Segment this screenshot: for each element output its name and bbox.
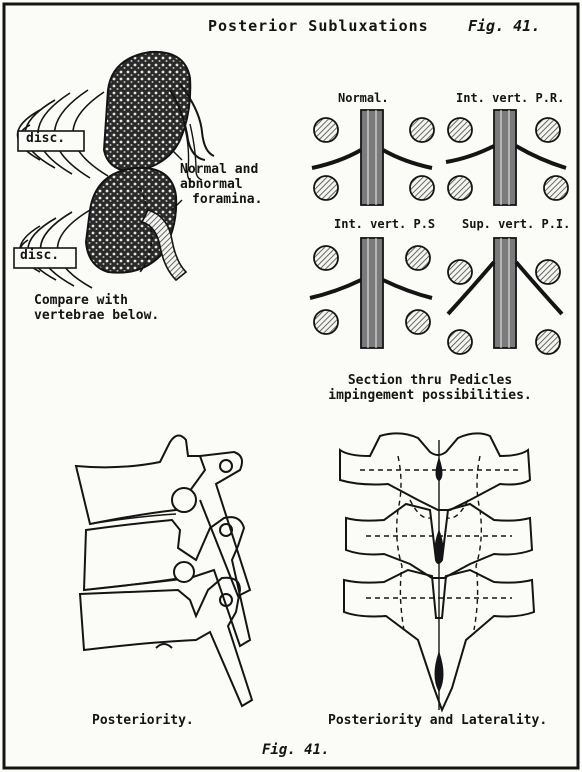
disc-label-1: disc. <box>26 132 65 147</box>
disc-label-2: disc. <box>20 249 59 264</box>
panel-label-sup-vert-pi: Sup. vert. P.I. <box>462 218 570 232</box>
fig-number-bottom: Fig. 41. <box>262 742 329 758</box>
compare-label-line-1: Compare with <box>34 294 159 309</box>
panel-sup-vert-pi <box>448 238 562 354</box>
posterior-vertebrae-drawing <box>340 433 534 710</box>
lateral-vertebrae-drawing <box>76 435 252 706</box>
foramina-label: Normal and abnormal foramina. <box>180 163 262 208</box>
leader-line-1 <box>172 150 182 160</box>
plate-title: Posterior Subluxations <box>208 18 429 35</box>
fig-number-top: Fig. 41. <box>468 18 540 35</box>
section-caption-line-2: impingement possibilities. <box>300 389 560 404</box>
pedicle-section-panels <box>310 110 568 354</box>
foramina-label-line-1: Normal and <box>180 163 262 178</box>
panel-label-int-vert-pr: Int. vert. P.R. <box>456 92 564 106</box>
foramina-sketch-abnormal <box>20 168 186 288</box>
panel-label-normal: Normal. <box>338 92 389 106</box>
caption-posteriority: Posteriority. <box>92 714 194 729</box>
section-caption-line-1: Section thru Pedicles <box>300 374 560 389</box>
panel-label-int-vert-ps: Int. vert. P.S <box>334 218 435 232</box>
panel-int-vert-ps <box>310 238 432 348</box>
foramina-label-line-3: foramina. <box>180 193 262 208</box>
foramina-label-line-2: abnormal <box>180 178 262 193</box>
section-caption: Section thru Pedicles impingement possib… <box>300 374 560 404</box>
compare-label: Compare with vertebrae below. <box>34 294 159 324</box>
panel-normal <box>312 110 434 205</box>
panel-int-vert-pr <box>446 110 568 205</box>
compare-label-line-2: vertebrae below. <box>34 309 159 324</box>
caption-posteriority-laterality: Posteriority and Laterality. <box>328 714 547 729</box>
